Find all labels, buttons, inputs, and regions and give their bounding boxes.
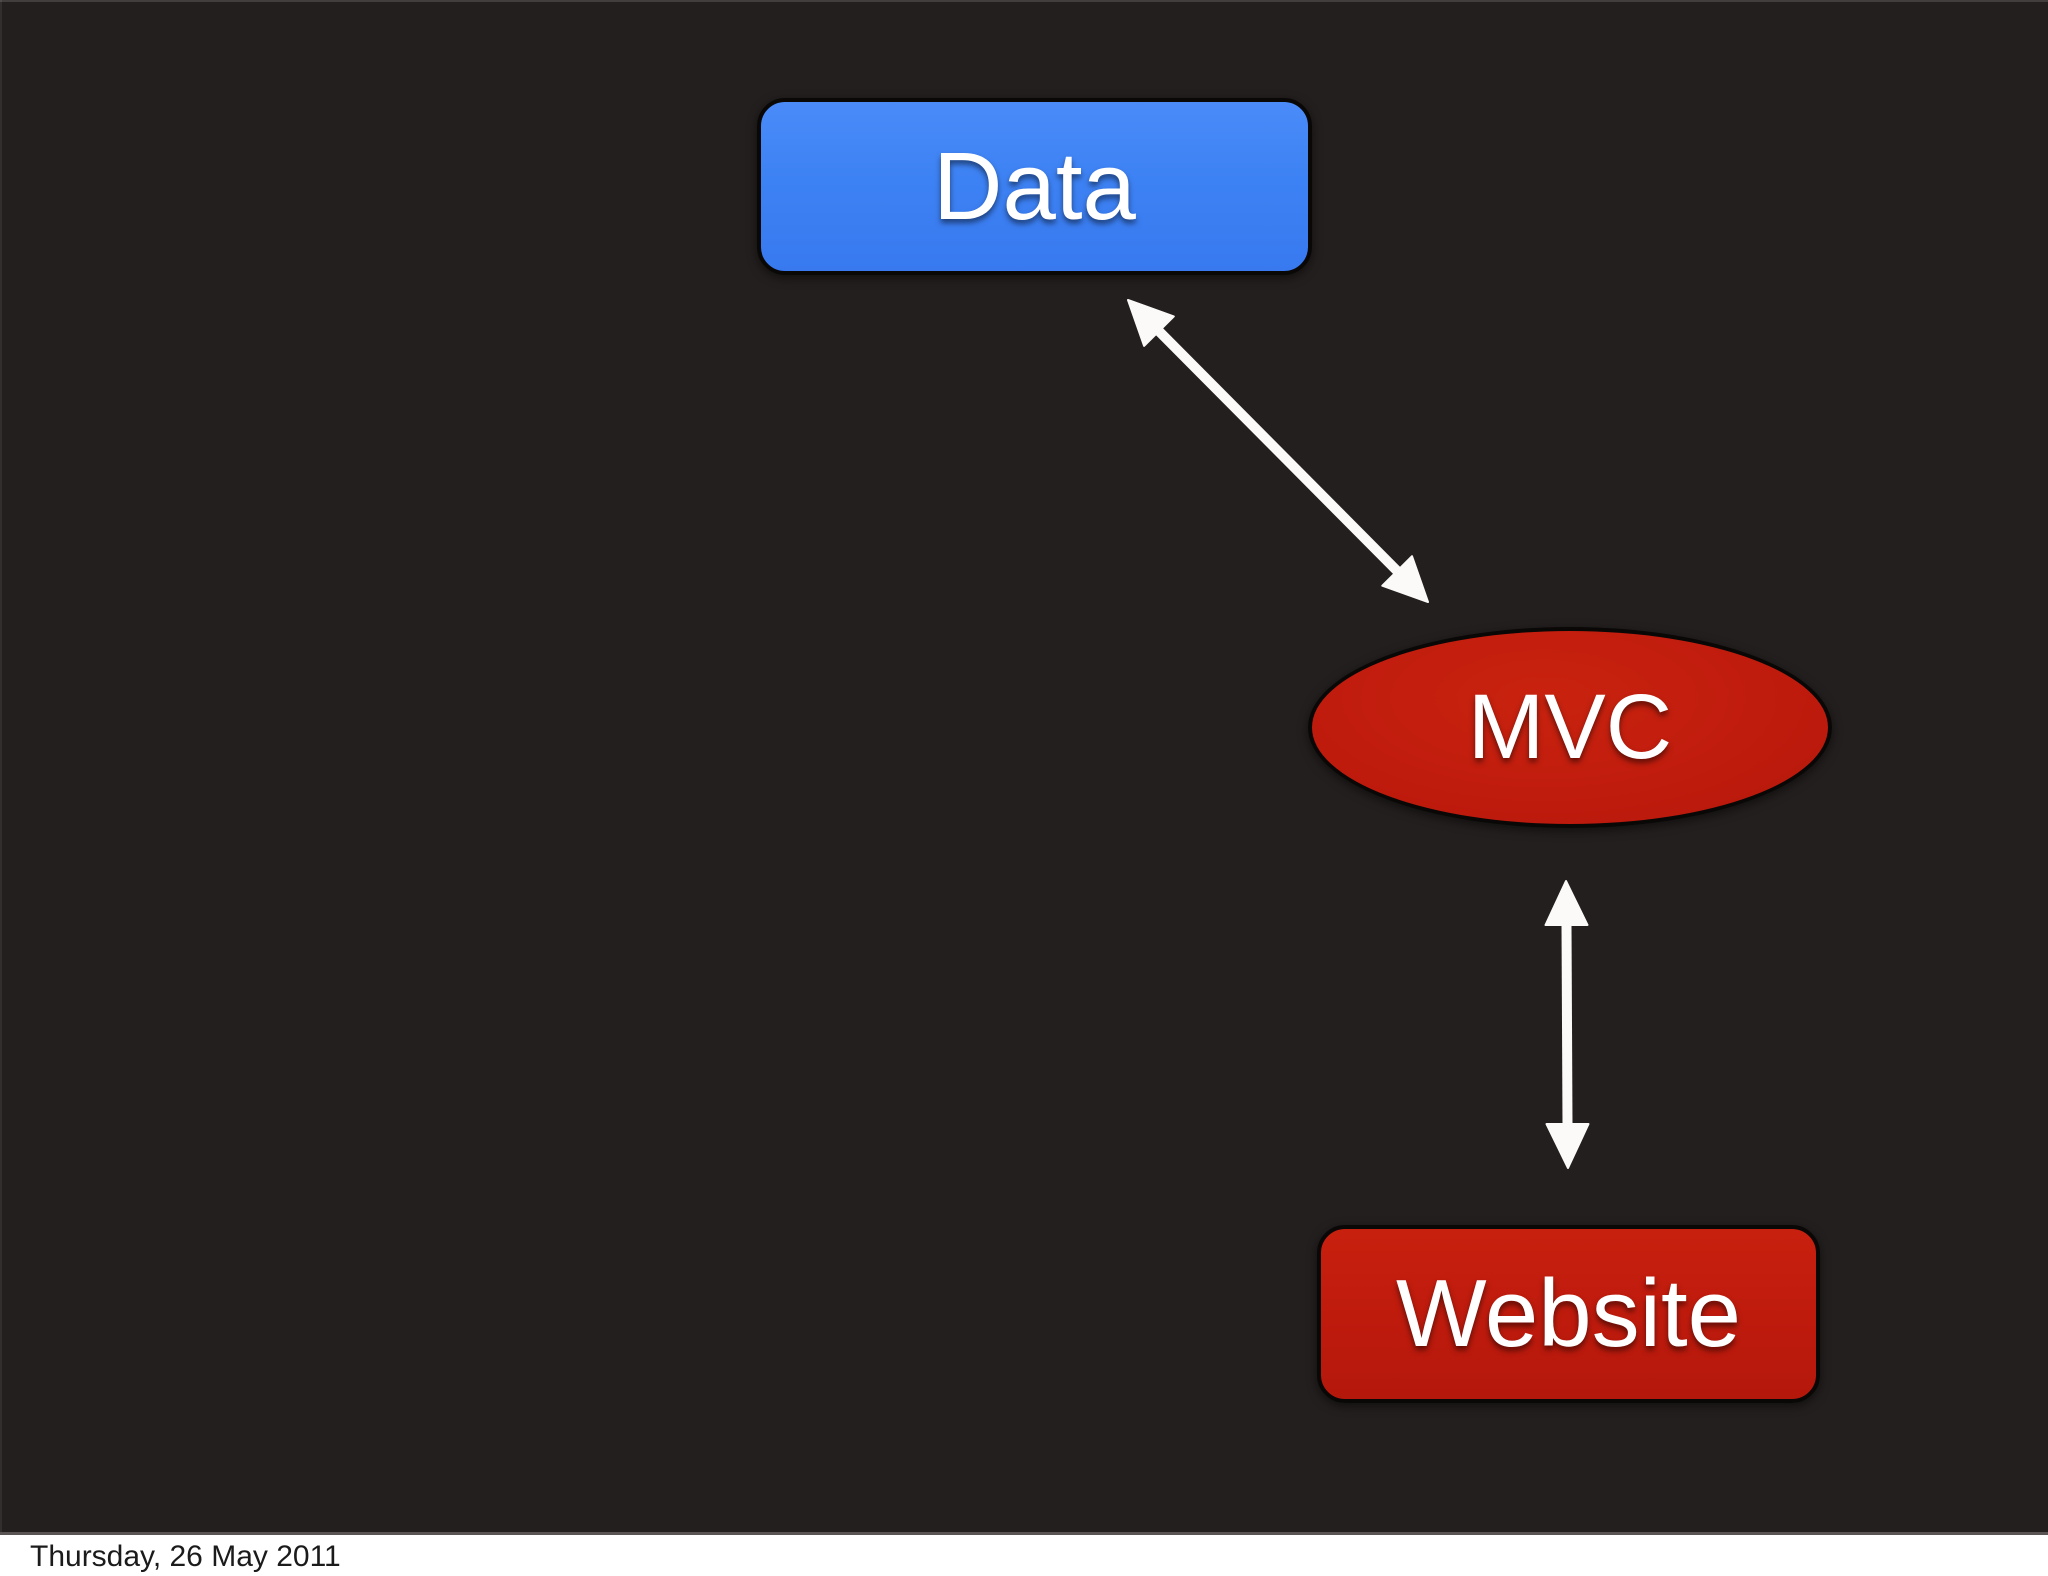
data-mvc-arrow (1127, 299, 1429, 603)
node-data-label: Data (933, 132, 1136, 240)
node-mvc-label: MVC (1467, 676, 1673, 778)
node-mvc: MVC (1308, 627, 1832, 828)
mvc-website-arrow (1544, 880, 1590, 1169)
node-data: Data (757, 98, 1312, 275)
footer-bar: Thursday, 26 May 2011 (0, 1538, 2048, 1576)
node-website: Website (1317, 1225, 1820, 1403)
node-website-label: Website (1395, 1260, 1742, 1367)
footer-date: Thursday, 26 May 2011 (30, 1540, 341, 1573)
slide-canvas: Data MVC Website (0, 0, 2048, 1535)
